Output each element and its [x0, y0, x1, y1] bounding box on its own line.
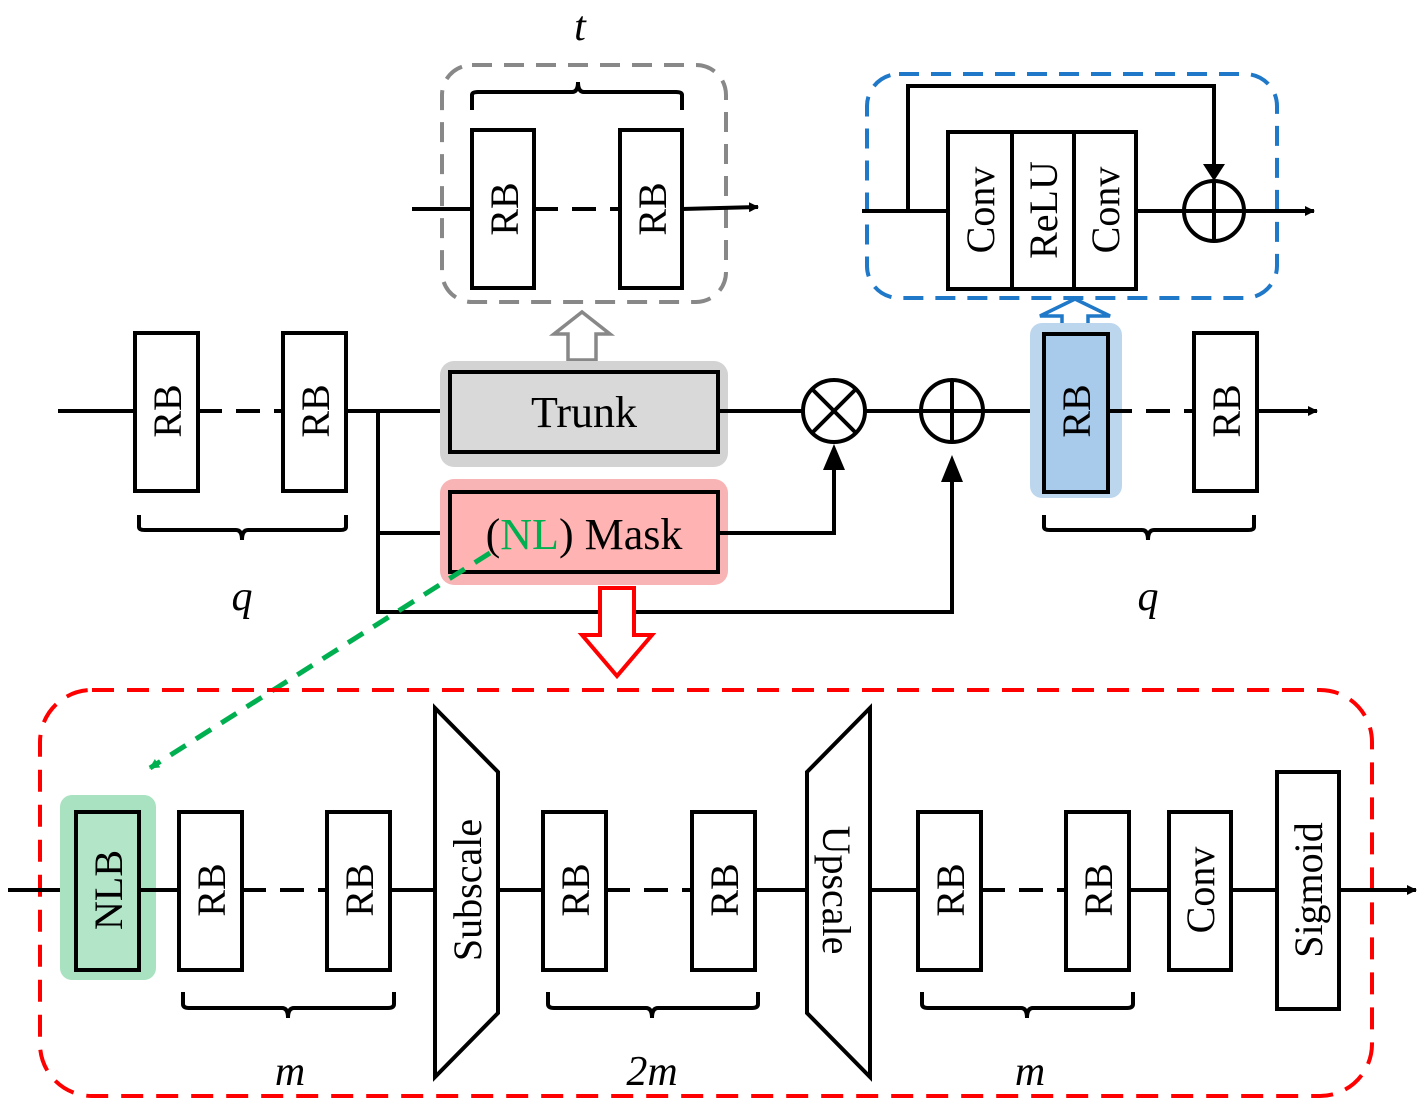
rb-detail-conv-1: Conv [946, 130, 1014, 291]
main-row: RB RB q Trunk (NL) Mask [58, 323, 1318, 620]
conv-label: Conv [1178, 847, 1223, 934]
conv-label: Conv [1083, 167, 1128, 254]
main-rb-2: RB [281, 331, 348, 493]
upscale-label: Upscale [814, 826, 859, 955]
rb-label: RB [1054, 384, 1099, 437]
rb-label: RB [145, 384, 190, 437]
nlb-label: NLB [86, 850, 131, 930]
m-label-1: m [275, 1049, 305, 1095]
trunk-expand-arrow [548, 309, 616, 362]
q-label-left: q [232, 574, 253, 620]
m-brace-2 [920, 992, 1135, 1019]
rb-label: RB [702, 863, 747, 916]
subscale-label: Subscale [445, 819, 490, 961]
mask-arrowhead [823, 444, 845, 470]
q-brace-left [137, 515, 348, 541]
rb-detail-sum-node [1182, 179, 1246, 243]
nlb-block: NLB [60, 795, 156, 980]
mask-rb-5: RB [916, 810, 983, 972]
mask-block: (NL) Mask [440, 479, 728, 585]
mask-rb-2: RB [325, 810, 392, 972]
mask-conv-block: Conv [1167, 810, 1233, 972]
rb-detail-border [865, 72, 1279, 300]
upscale-block: Upscale [805, 703, 872, 1082]
mask-detail-group: NLB RB RB m Subscale RB RB 2m [8, 688, 1417, 1098]
mask-expand-arrow [577, 586, 657, 680]
rb-label: RB [553, 863, 598, 916]
mask-rb-1: RB [177, 810, 244, 972]
residual-arrowhead [941, 455, 963, 482]
split-line [376, 411, 954, 614]
multiply-node [801, 378, 867, 444]
rb-label: RB [1076, 863, 1121, 916]
sum-node [919, 378, 985, 444]
rb-label: RB [928, 863, 973, 916]
trunk-detail-output-arrow [681, 202, 759, 213]
nl-text: NL [500, 510, 559, 559]
mask-label: (NL) Mask [486, 510, 683, 559]
trunk-detail-rb-1: RB [470, 128, 536, 290]
rb-detail-conv-2: Conv [1072, 130, 1138, 291]
q-brace-right [1042, 515, 1256, 541]
m-brace-1 [181, 992, 396, 1019]
rb-detail-skip-connection [906, 84, 1216, 211]
trunk-block: Trunk [440, 361, 728, 467]
m-label-2: m [1015, 1049, 1045, 1095]
mask-detail-border [38, 688, 1374, 1098]
sigmoid-label: Sigmoid [1286, 822, 1331, 958]
sigmoid-block: Sigmoid [1275, 770, 1341, 1011]
mask-rb-6: RB [1064, 810, 1131, 972]
t-brace [470, 81, 684, 110]
trunk-detail-rb-2: RB [618, 128, 684, 290]
q-label-right: q [1138, 574, 1159, 620]
mask-rb-4: RB [690, 810, 757, 972]
t-label: t [574, 4, 587, 50]
mask-to-mult-line [718, 460, 836, 535]
trunk-label: Trunk [531, 388, 637, 437]
two-m-label: 2m [626, 1049, 677, 1095]
mask-rb-3: RB [541, 810, 608, 972]
trunk-detail-group: t RB RB [412, 4, 759, 304]
main-rb-3-highlighted: RB [1030, 323, 1122, 498]
rb-detail-group: Conv ReLU Conv [862, 72, 1315, 300]
rb-label: RB [482, 182, 527, 235]
rb-label: RB [1204, 384, 1249, 437]
subscale-block: Subscale [433, 703, 500, 1082]
rb-label: RB [630, 182, 675, 235]
rb-label: RB [337, 863, 382, 916]
main-rb-1: RB [133, 331, 200, 493]
main-rb-4: RB [1192, 331, 1259, 493]
conv-label: Conv [958, 167, 1003, 254]
rb-label: RB [293, 384, 338, 437]
rb-detail-relu: ReLU [1010, 130, 1076, 291]
rb-label: RB [189, 863, 234, 916]
two-m-brace [546, 992, 760, 1019]
skip-arrowhead [1203, 164, 1225, 181]
trunk-detail-border [440, 63, 728, 304]
relu-label: ReLU [1021, 161, 1066, 259]
nl-pointer-arrow [148, 550, 492, 771]
